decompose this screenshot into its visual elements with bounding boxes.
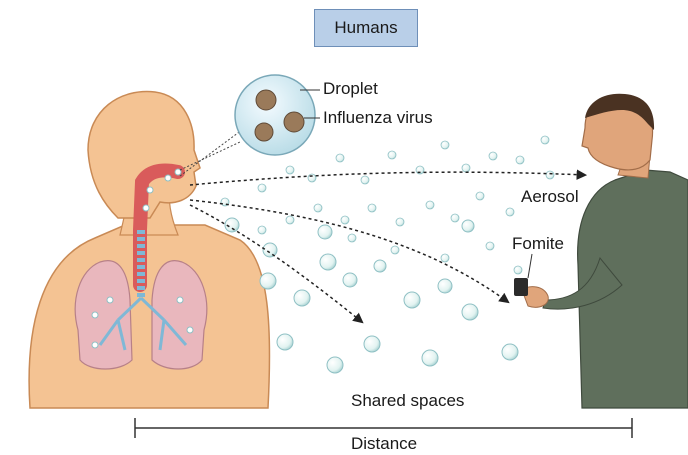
phone-icon xyxy=(514,278,528,296)
fomite-label: Fomite xyxy=(512,235,564,252)
distance-label: Distance xyxy=(351,435,417,452)
droplet-label: Droplet xyxy=(323,80,378,97)
title-box: Humans xyxy=(314,9,418,47)
aerosol-label: Aerosol xyxy=(521,188,579,205)
left-person-torso xyxy=(29,225,269,408)
left-person-figure xyxy=(29,92,269,408)
droplet-magnified xyxy=(235,75,315,155)
shared-spaces-label: Shared spaces xyxy=(351,392,464,409)
influenza-virus-label: Influenza virus xyxy=(323,109,433,126)
aerosol-trajectory xyxy=(190,172,585,185)
diagram-title: Humans xyxy=(334,18,397,38)
droplet-inset xyxy=(180,75,320,176)
